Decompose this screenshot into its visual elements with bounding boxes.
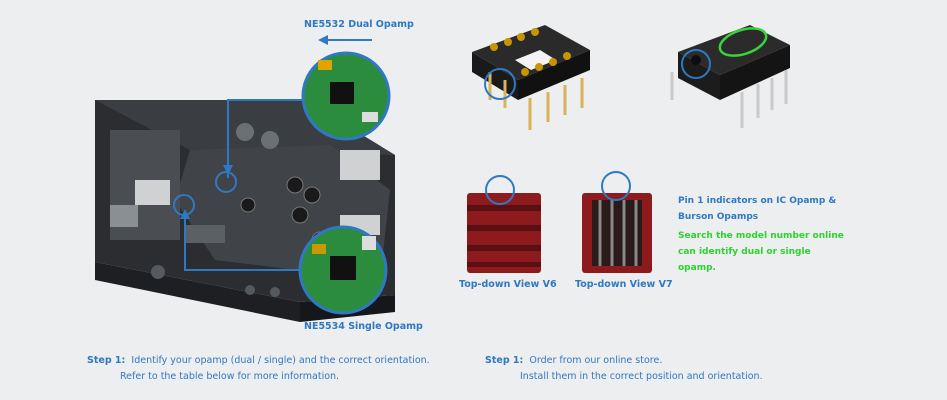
step-right-prefix: Step 1: [485, 355, 524, 366]
step-left-line-1: Identify your opamp (dual / single) and … [131, 355, 430, 366]
note-line-5: opamp. [678, 263, 716, 273]
note-line-2: Burson Opamps [678, 212, 759, 222]
note-line-3: Search the model number online [678, 231, 844, 241]
pin1-note: Pin 1 indicators on IC Opamp & Burson Op… [678, 193, 844, 276]
dual-opamp-label: NE5532 Dual Opamp [304, 19, 414, 30]
step-left-prefix: Step 1: [87, 355, 126, 366]
note-line-4: can identify dual or single [678, 247, 811, 257]
view-v6-caption: Top-down View V6 [459, 279, 557, 290]
step-right-line-1: Order from our online store. [529, 355, 663, 366]
view-v7-caption: Top-down View V7 [575, 279, 673, 290]
step-right: Step 1: Order from our online store. Ins… [485, 353, 815, 385]
step-right-line-2: Install them in the correct position and… [520, 371, 763, 382]
step-left: Step 1: Identify your opamp (dual / sing… [87, 353, 447, 385]
note-line-1: Pin 1 indicators on IC Opamp & [678, 196, 837, 206]
single-opamp-label: NE5534 Single Opamp [304, 321, 423, 332]
step-left-line-2: Refer to the table below for more inform… [120, 371, 340, 382]
